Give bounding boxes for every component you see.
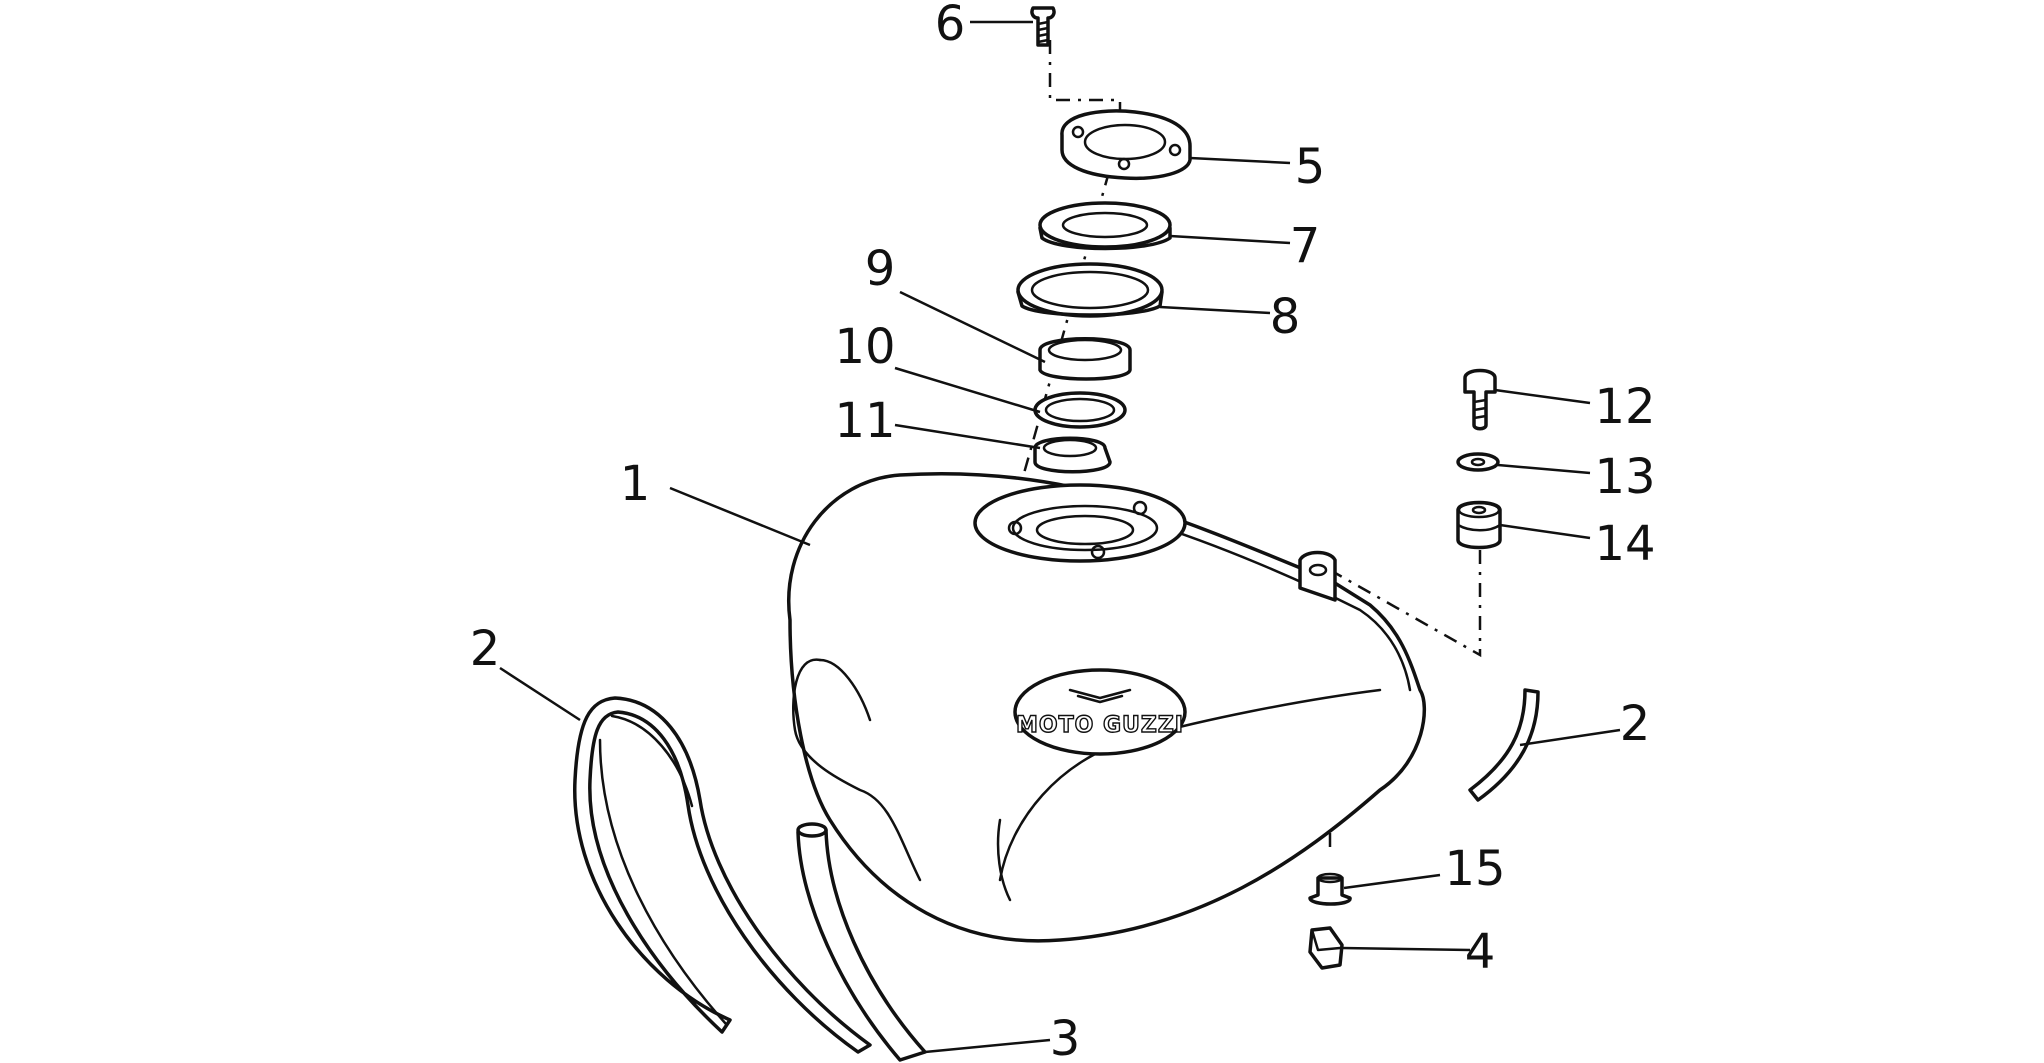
callout-2-left: 2 bbox=[470, 621, 501, 677]
part-14-grommet bbox=[1456, 500, 1502, 550]
mount-hardware bbox=[1308, 368, 1502, 970]
leader-lines bbox=[499, 20, 1621, 1054]
part-12-bolt bbox=[1463, 368, 1497, 431]
part-9-seal bbox=[1038, 337, 1132, 381]
callout-8: 8 bbox=[1270, 289, 1301, 345]
callout-6: 6 bbox=[935, 0, 966, 52]
callout-12: 12 bbox=[1594, 379, 1655, 435]
callout-5: 5 bbox=[1295, 139, 1326, 195]
callout-labels: 1 2 2 3 4 5 6 7 8 9 10 11 12 13 14 15 bbox=[470, 0, 1656, 1063]
callout-9: 9 bbox=[865, 241, 896, 297]
part-5-filler-flange bbox=[1060, 109, 1192, 181]
fuel-hose bbox=[796, 822, 927, 1062]
callout-14: 14 bbox=[1594, 516, 1655, 572]
callout-4: 4 bbox=[1465, 924, 1496, 980]
callout-3: 3 bbox=[1050, 1011, 1081, 1063]
filler-stack bbox=[1016, 6, 1192, 474]
moto-guzzi-logo: MOTO GUZZI bbox=[1013, 668, 1187, 756]
fuel-tank: MOTO GUZZI bbox=[787, 472, 1427, 943]
logo-text: MOTO GUZZI bbox=[1016, 713, 1184, 738]
callout-1: 1 bbox=[620, 456, 651, 512]
callout-2-right: 2 bbox=[1620, 696, 1651, 752]
part-4-clip-nut bbox=[1308, 926, 1344, 970]
part-8-ring bbox=[1016, 262, 1164, 318]
callout-10: 10 bbox=[834, 319, 895, 375]
callout-15: 15 bbox=[1444, 841, 1505, 897]
rubber-strip-left bbox=[573, 696, 872, 1054]
callout-13: 13 bbox=[1594, 449, 1655, 505]
part-11-bushing bbox=[1033, 436, 1112, 474]
part-15-spacer bbox=[1308, 872, 1352, 906]
part-7-gasket bbox=[1038, 201, 1172, 251]
callout-11: 11 bbox=[834, 393, 895, 449]
part-6-screw bbox=[1030, 6, 1056, 47]
part-13-washer bbox=[1456, 452, 1500, 472]
callout-7: 7 bbox=[1290, 218, 1321, 274]
part-10-o-ring bbox=[1033, 391, 1127, 429]
